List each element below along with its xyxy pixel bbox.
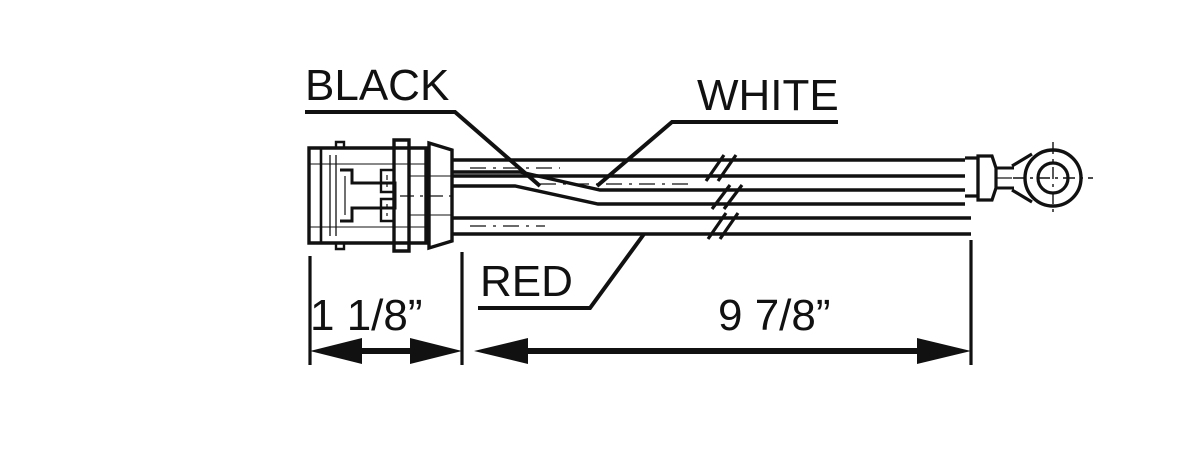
leader-lines xyxy=(305,110,838,310)
arrowhead-left-2 xyxy=(474,338,528,364)
dimension-lead-length: 9 7/8” xyxy=(718,291,831,340)
white-wire xyxy=(452,170,965,206)
connector-body xyxy=(307,138,454,253)
extension-lines xyxy=(308,240,973,365)
ring-terminal-assembly xyxy=(965,142,1093,214)
dimension-connector-length: 1 1/8” xyxy=(310,291,423,340)
arrowhead-right-2 xyxy=(917,338,971,364)
arrowhead-right-1 xyxy=(410,338,462,364)
arrowhead-left-1 xyxy=(310,338,362,364)
dimension-arrows xyxy=(310,338,971,364)
wire-bundle xyxy=(452,154,971,240)
black-leader xyxy=(305,110,542,188)
white-leader xyxy=(595,120,838,188)
label-white: WHITE xyxy=(697,71,839,120)
red-leader xyxy=(478,232,646,310)
label-red: RED xyxy=(480,257,573,306)
label-black: BLACK xyxy=(305,61,449,110)
wire-break-marks xyxy=(704,154,744,240)
crimp-barrel xyxy=(976,154,1014,202)
